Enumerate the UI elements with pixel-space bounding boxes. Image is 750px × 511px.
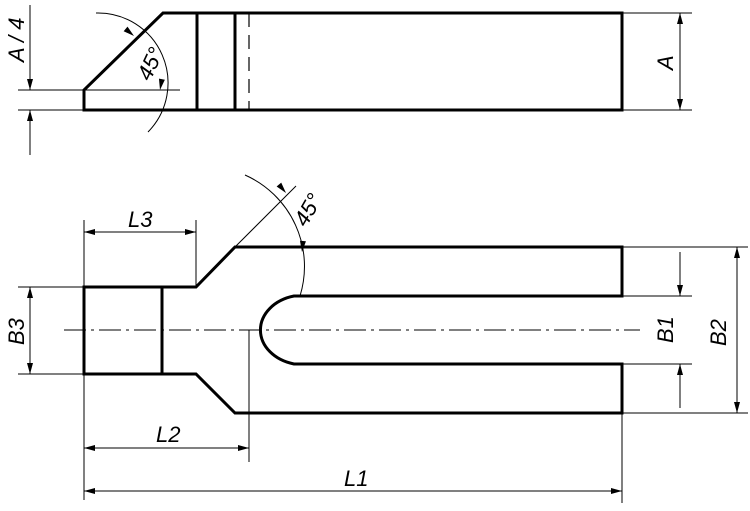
plan-view: L3 B3 B1 B2 L2 L1: [4, 174, 748, 503]
l2-label: L2: [156, 422, 180, 447]
b1-label: B1: [653, 316, 678, 343]
plan-angle-label: 45°: [289, 189, 327, 230]
a-quarter-label: A / 4: [4, 18, 29, 64]
side-view-outline: [82, 11, 624, 112]
side-angle-label: 45°: [132, 43, 169, 84]
l1-label: L1: [344, 466, 368, 491]
plan-angle-extension: [234, 185, 297, 248]
plan-angle-arc: [244, 174, 305, 297]
side-angle-arc: [95, 12, 169, 133]
a-label: A: [653, 55, 678, 72]
b2-label: B2: [706, 319, 731, 346]
side-view: A / 4 A 45°: [4, 5, 692, 155]
plan-view-outline: [82, 245, 624, 415]
l3-label: L3: [128, 207, 153, 232]
b3-label: B3: [4, 317, 29, 345]
